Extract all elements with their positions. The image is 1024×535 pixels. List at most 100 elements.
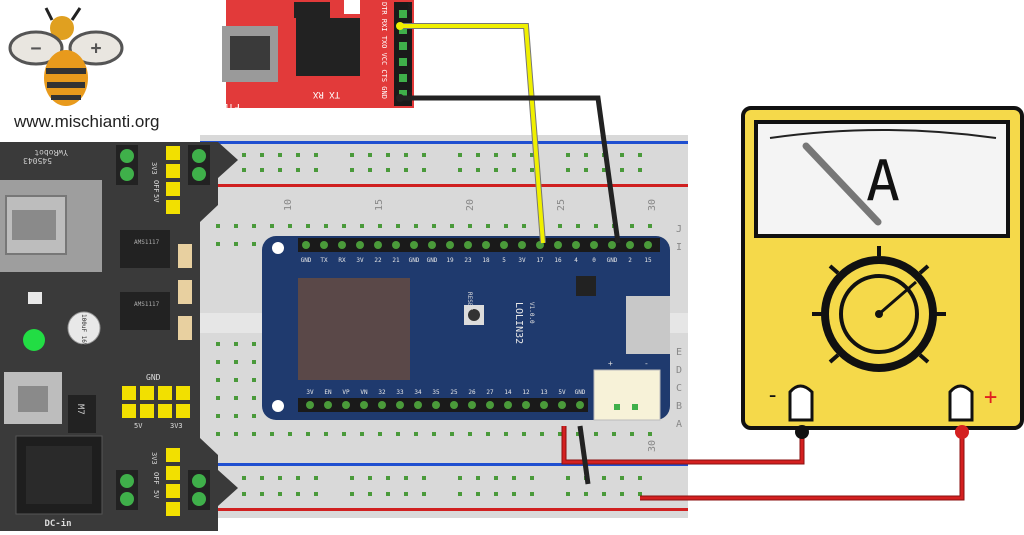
breadboard-hole[interactable] — [576, 432, 580, 436]
esp32-pin[interactable] — [360, 401, 368, 409]
breadboard-hole[interactable] — [584, 153, 588, 157]
breadboard-hole[interactable] — [234, 342, 238, 346]
breadboard-hole[interactable] — [386, 476, 390, 480]
breadboard-hole[interactable] — [350, 476, 354, 480]
breadboard-hole[interactable] — [342, 432, 346, 436]
esp32-pin[interactable] — [468, 401, 476, 409]
esp32-pin[interactable] — [414, 401, 422, 409]
ftdi-pin[interactable] — [399, 90, 407, 98]
breadboard-hole[interactable] — [216, 242, 220, 246]
breadboard-hole[interactable] — [512, 492, 516, 496]
breadboard-hole[interactable] — [296, 492, 300, 496]
breadboard-hole[interactable] — [216, 360, 220, 364]
breadboard-hole[interactable] — [252, 360, 256, 364]
breadboard-hole[interactable] — [216, 396, 220, 400]
breadboard-hole[interactable] — [396, 224, 400, 228]
ftdi-pin[interactable] — [399, 58, 407, 66]
breadboard-hole[interactable] — [450, 224, 454, 228]
breadboard-hole[interactable] — [386, 492, 390, 496]
breadboard-hole[interactable] — [414, 432, 418, 436]
breadboard-hole[interactable] — [234, 378, 238, 382]
breadboard-hole[interactable] — [270, 432, 274, 436]
breadboard-hole[interactable] — [584, 168, 588, 172]
breadboard-hole[interactable] — [432, 432, 436, 436]
breadboard-hole[interactable] — [216, 378, 220, 382]
breadboard-hole[interactable] — [512, 168, 516, 172]
breadboard-hole[interactable] — [584, 492, 588, 496]
esp32-pin[interactable] — [324, 401, 332, 409]
breadboard-hole[interactable] — [252, 378, 256, 382]
breadboard-hole[interactable] — [476, 476, 480, 480]
breadboard-hole[interactable] — [494, 168, 498, 172]
breadboard-hole[interactable] — [252, 224, 256, 228]
breadboard-hole[interactable] — [260, 492, 264, 496]
breadboard-hole[interactable] — [648, 224, 652, 228]
breadboard-hole[interactable] — [252, 432, 256, 436]
esp32-pin[interactable] — [590, 241, 598, 249]
breadboard-hole[interactable] — [368, 476, 372, 480]
esp32-pin[interactable] — [410, 241, 418, 249]
breadboard-hole[interactable] — [252, 342, 256, 346]
breadboard-hole[interactable] — [504, 224, 508, 228]
com-terminal[interactable] — [788, 384, 814, 422]
esp32-pin[interactable] — [396, 401, 404, 409]
breadboard-hole[interactable] — [638, 153, 642, 157]
breadboard-hole[interactable] — [242, 476, 246, 480]
breadboard-hole[interactable] — [612, 432, 616, 436]
breadboard-hole[interactable] — [638, 492, 642, 496]
breadboard-hole[interactable] — [278, 153, 282, 157]
breadboard-hole[interactable] — [270, 224, 274, 228]
breadboard-hole[interactable] — [494, 476, 498, 480]
breadboard-hole[interactable] — [414, 224, 418, 228]
jumper-header[interactable] — [166, 146, 180, 214]
breadboard-hole[interactable] — [242, 153, 246, 157]
breadboard-hole[interactable] — [512, 476, 516, 480]
esp32-pin[interactable] — [428, 241, 436, 249]
esp32-pin[interactable] — [486, 401, 494, 409]
esp32-pin[interactable] — [378, 401, 386, 409]
breadboard-hole[interactable] — [288, 432, 292, 436]
ftdi-pin[interactable] — [399, 74, 407, 82]
breadboard-hole[interactable] — [530, 492, 534, 496]
breadboard-hole[interactable] — [260, 168, 264, 172]
breadboard-hole[interactable] — [566, 476, 570, 480]
breadboard-hole[interactable] — [216, 414, 220, 418]
breadboard-hole[interactable] — [404, 168, 408, 172]
esp32-pin[interactable] — [522, 401, 530, 409]
breadboard-hole[interactable] — [630, 432, 634, 436]
jumper-header[interactable] — [166, 448, 180, 516]
breadboard-hole[interactable] — [252, 396, 256, 400]
breadboard-hole[interactable] — [450, 432, 454, 436]
breadboard-hole[interactable] — [458, 168, 462, 172]
esp32-pin[interactable] — [576, 401, 584, 409]
breadboard-hole[interactable] — [620, 168, 624, 172]
breadboard-hole[interactable] — [314, 492, 318, 496]
breadboard-hole[interactable] — [234, 360, 238, 364]
esp32-pin[interactable] — [554, 241, 562, 249]
breadboard-hole[interactable] — [630, 224, 634, 228]
breadboard-hole[interactable] — [522, 432, 526, 436]
esp32-pin[interactable] — [558, 401, 566, 409]
breadboard-hole[interactable] — [278, 476, 282, 480]
breadboard-hole[interactable] — [404, 492, 408, 496]
breadboard-hole[interactable] — [252, 414, 256, 418]
breadboard-hole[interactable] — [602, 168, 606, 172]
breadboard-hole[interactable] — [378, 224, 382, 228]
breadboard-hole[interactable] — [396, 432, 400, 436]
breadboard-hole[interactable] — [306, 224, 310, 228]
ftdi-pin[interactable] — [399, 10, 407, 18]
esp32-pin[interactable] — [626, 241, 634, 249]
breadboard-hole[interactable] — [314, 168, 318, 172]
breadboard-hole[interactable] — [368, 492, 372, 496]
breadboard-hole[interactable] — [306, 432, 310, 436]
esp32-pin[interactable] — [464, 241, 472, 249]
breadboard-hole[interactable] — [288, 224, 292, 228]
breadboard-hole[interactable] — [558, 224, 562, 228]
breadboard-hole[interactable] — [324, 432, 328, 436]
breadboard-hole[interactable] — [494, 153, 498, 157]
breadboard-hole[interactable] — [620, 492, 624, 496]
breadboard-hole[interactable] — [512, 153, 516, 157]
breadboard-hole[interactable] — [342, 224, 346, 228]
gnd-header[interactable] — [122, 386, 190, 418]
breadboard-hole[interactable] — [378, 432, 382, 436]
